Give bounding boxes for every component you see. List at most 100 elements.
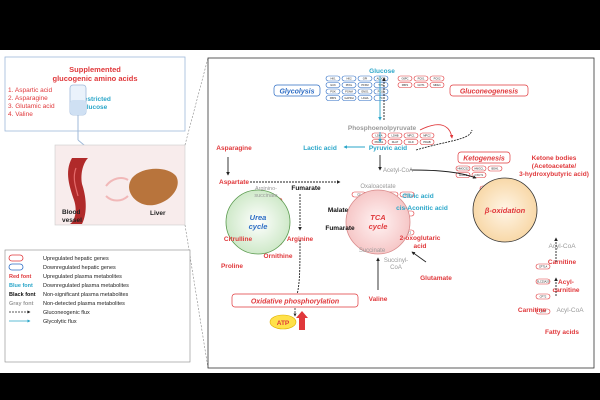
restricted-glucose-1: Restricted <box>79 96 111 103</box>
gene-pill-label: PFKL <box>346 83 353 87</box>
glutamate-label: Glutamate <box>420 275 452 282</box>
gene-pill <box>387 139 403 145</box>
gene-pill-label: ACAT1 <box>459 173 468 177</box>
ketogenesis-pathway: Ketogenesis <box>457 151 511 164</box>
gene-pill <box>429 82 445 88</box>
pyruvic-acid-label: Pyruvic acid <box>369 145 407 152</box>
gene-pill-label: TPI1 <box>378 83 384 87</box>
gene-pill <box>397 75 413 82</box>
oxphos-box: Oxidative phosphorylation <box>231 293 359 308</box>
gene-pill <box>429 75 445 82</box>
lactic-acid-label: Lactic acid <box>303 145 337 152</box>
restricted-glucose-2: glucose <box>83 104 108 111</box>
gene-pill-label: SLC25A20 <box>537 279 550 283</box>
gene-pill <box>373 82 389 88</box>
gene-pill <box>341 82 357 88</box>
oxoglutaric-label-2: acid <box>413 243 426 250</box>
gene-pill <box>371 132 387 139</box>
gene-pill-label: CPT1A <box>539 264 548 268</box>
supplement-item-1: 1. Aspartic acid <box>8 87 52 94</box>
urea-cycle-label-2: cycle <box>249 222 268 231</box>
liver-label: Liver <box>150 210 166 217</box>
gene-pill-label: MDH1 <box>433 83 441 87</box>
citric-acid-label: Citric acid <box>402 193 433 200</box>
supplement-item-4: 4. Valine <box>8 111 33 118</box>
ketone-label-2: (Acetoacetate/ <box>532 163 577 170</box>
malate-label: Malate <box>328 207 349 214</box>
legend-item-2: Downregulated hepatic genes <box>43 265 116 271</box>
blood-vessel-label-1: Blood <box>62 209 80 216</box>
gene-pill <box>341 88 357 95</box>
fumarate-urea-label: Fumarate <box>291 185 321 192</box>
oxoglutaric-label-1: 2-oxoglutaric <box>400 235 441 242</box>
gene-pill <box>487 165 503 172</box>
citrulline-label: Citrulline <box>224 236 253 243</box>
fumarate-tca-label: Fumarate <box>325 225 355 232</box>
gene-pill-label: HK1 <box>330 76 336 80</box>
beta-oxidation-label: β-oxidation <box>484 206 526 215</box>
succinyl-coa-label-2: CoA <box>390 265 402 271</box>
gene-pill-label: CS <box>357 192 361 196</box>
oxphos-label: Oxidative phosphorylation <box>251 299 339 306</box>
gene-pill-label: FBP1 <box>330 96 337 100</box>
gene-pill <box>325 82 341 88</box>
up-arrow-icon <box>296 311 308 330</box>
acyl-carnitine-label-1: Acyl- <box>558 279 574 286</box>
gene-pill-label: FBP1 <box>402 83 409 87</box>
glycolysis-label: Glycolysis <box>279 89 314 96</box>
gene-pill-label: G6PC <box>401 76 408 80</box>
argininosuccinate-label-2: succinate <box>254 193 277 199</box>
legend-item-3: Upregulated plasma metabolites <box>43 274 122 280</box>
gene-pill-label: CRAT <box>540 309 547 313</box>
proline-label: Proline <box>221 263 243 270</box>
legend-font-blue: Blue font <box>9 283 33 289</box>
gene-pill-label: ALDOB <box>377 76 386 80</box>
urea-cycle-label-1: Urea <box>250 213 267 222</box>
gene-pill-label: GAPDH <box>344 96 353 100</box>
gene-pill <box>535 263 551 270</box>
legend-font-red: Red font <box>9 274 31 280</box>
gene-pill <box>403 139 419 145</box>
gene-pill-label: CPT2 <box>540 294 547 298</box>
argininosuccinate-label-1: Arginino- <box>255 186 277 192</box>
gluconeogenesis-pathway: Gluconeogenesis <box>449 84 529 97</box>
liver-icon <box>129 168 178 206</box>
gene-pill-label: PKLR <box>378 89 385 93</box>
gene-pill-label: PDHA1 <box>375 140 384 144</box>
gene-pill <box>387 132 403 139</box>
gene-pill <box>373 95 389 101</box>
supplement-item-3: 3. Glutamic acid <box>8 103 55 110</box>
acyl-carnitine-label-2: carnitine <box>552 287 579 294</box>
ketone-label-1: Ketone bodies <box>532 155 577 162</box>
oxaloacetate-label: Oxaloacetate <box>360 184 396 190</box>
gene-pill <box>341 75 357 82</box>
glycolysis-pathway: Glycolysis <box>273 84 321 97</box>
ketogenesis-label: Ketogenesis <box>463 156 505 163</box>
gene-pill-label: ENO1 <box>361 89 369 93</box>
legend-item-8: Glycolytic flux <box>43 319 77 325</box>
carnitine-top-label: Carnitine <box>548 259 577 266</box>
gene-pill-label: PC <box>379 96 383 100</box>
beta-oxidation-circle <box>472 177 538 243</box>
pep-label: Phosphoenolpyruvate <box>348 125 417 132</box>
gene-pill-label: HMGCS2 <box>457 166 469 170</box>
gene-pill-label: LDHA <box>362 96 369 100</box>
gene-pill <box>535 308 551 315</box>
blood-vessel-label-2: vessel <box>62 217 82 224</box>
gene-pill <box>399 191 415 198</box>
gene-pill-label: MPC1 <box>407 133 415 137</box>
gene-pill <box>325 88 341 95</box>
legend: Upregulated hepatic genes Downregulated … <box>4 249 191 363</box>
succinate-label: Succinate <box>359 248 386 254</box>
supplement-box: Supplemented glucogenic amino acids 1. A… <box>4 56 186 132</box>
gluconeogenesis-label: Gluconeogenesis <box>460 89 518 96</box>
legend-item-5: Non-significant plasma metabolites <box>43 292 129 298</box>
gene-pill-label: IDH3 <box>404 192 410 196</box>
blood-vessel-icon <box>68 158 88 224</box>
gene-pill-label: PFKM <box>361 83 368 87</box>
tca-cycle-circle <box>345 189 411 255</box>
legend-item-7: Gluconeogenic flux <box>43 310 90 316</box>
supplement-title-2: glucogenic amino acids <box>52 74 137 83</box>
